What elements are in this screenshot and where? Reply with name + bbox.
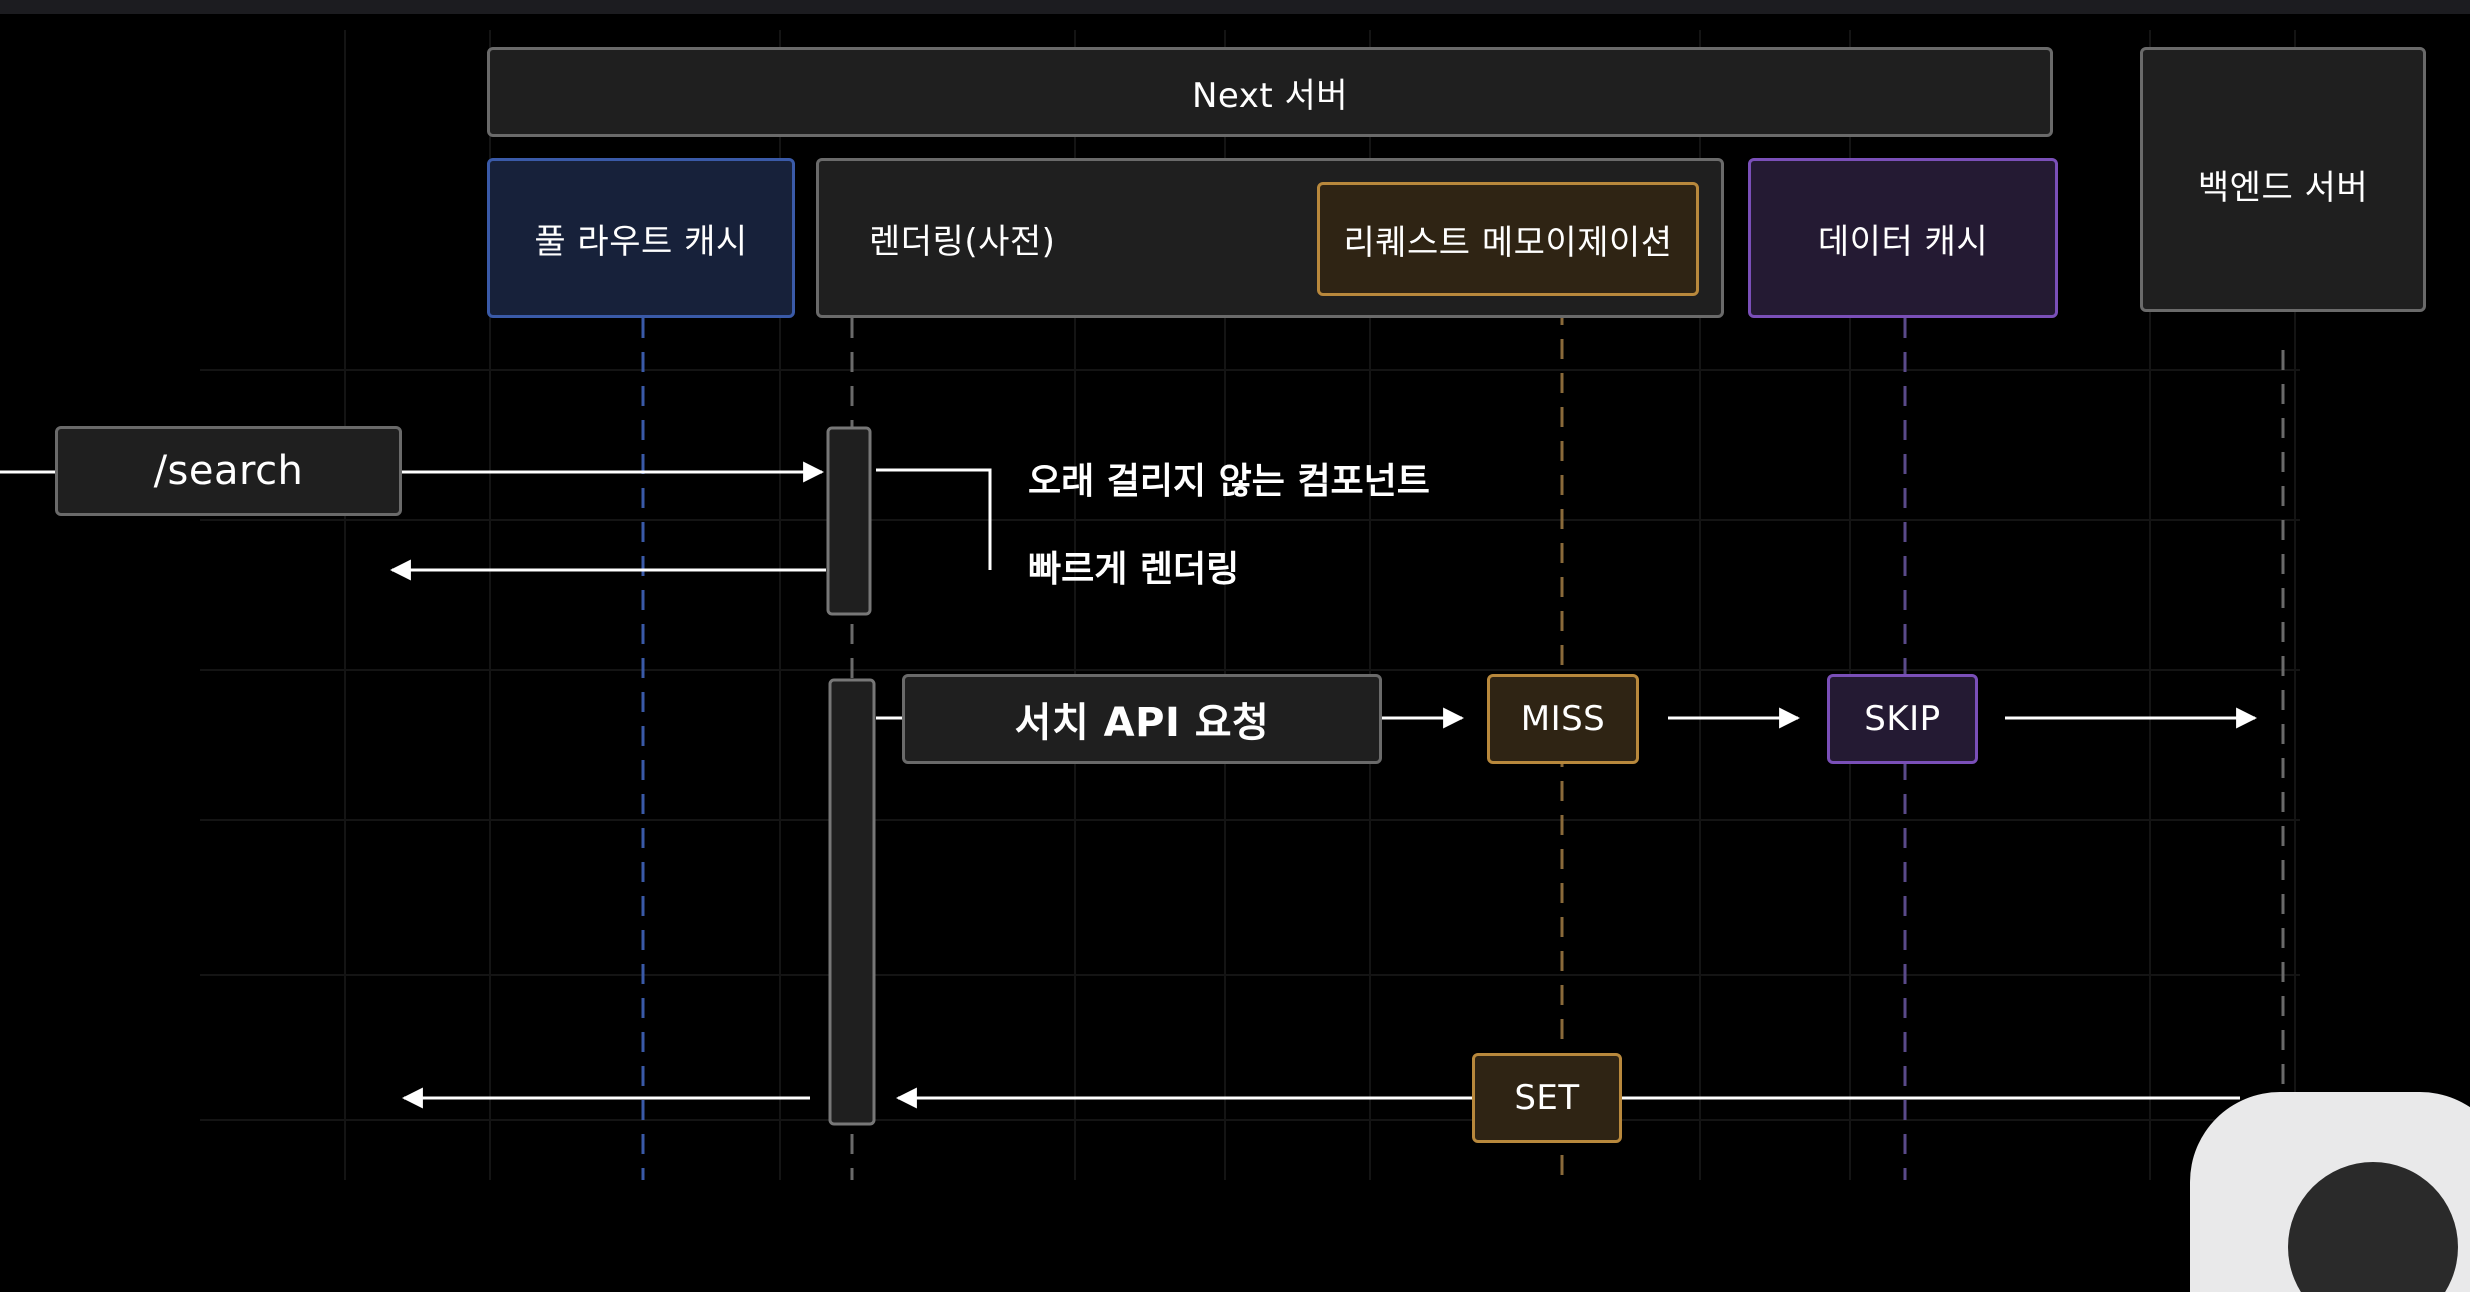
api-request-box: 서치 API 요청 xyxy=(902,674,1382,764)
backend-server-box: 백엔드 서버 xyxy=(2140,47,2426,312)
full-route-cache-box: 풀 라우트 캐시 xyxy=(487,158,795,318)
set-label: SET xyxy=(1514,1078,1580,1118)
presenter-webcam xyxy=(2190,1092,2470,1292)
data-cache-box: 데이터 캐시 xyxy=(1748,158,2058,318)
search-request-box: /search xyxy=(55,426,402,516)
next-server-label: Next 서버 xyxy=(1191,75,1349,116)
skip-badge: SKIP xyxy=(1827,674,1978,764)
next-server-header: Next 서버 xyxy=(487,47,2053,137)
request-memoization-box: 리퀘스트 메모이제이션 xyxy=(1317,182,1699,296)
miss-badge: MISS xyxy=(1487,674,1639,764)
fast-render-note: 빠르게 렌더링 xyxy=(1028,549,1240,590)
activation-bar-1 xyxy=(826,426,872,616)
api-request-label: 서치 API 요청 xyxy=(1014,700,1270,746)
search-request-label: /search xyxy=(153,448,304,494)
presenter-head xyxy=(2288,1162,2458,1292)
rendering-label: 렌더링(사전) xyxy=(869,221,1056,262)
self-loop-bracket xyxy=(876,468,992,570)
full-route-cache-label: 풀 라우트 캐시 xyxy=(534,221,748,262)
fast-component-note: 오래 걸리지 않는 컴포넌트 xyxy=(1028,461,1430,502)
data-cache-label: 데이터 캐시 xyxy=(1817,221,1989,262)
skip-label: SKIP xyxy=(1864,699,1941,739)
backend-server-label: 백엔드 서버 xyxy=(2197,168,2369,208)
set-badge: SET xyxy=(1472,1053,1622,1143)
miss-label: MISS xyxy=(1520,699,1606,739)
window-top-bar xyxy=(0,0,2470,14)
request-memoization-label: 리퀘스트 메모이제이션 xyxy=(1343,222,1673,263)
activation-bar-2 xyxy=(828,678,876,1126)
